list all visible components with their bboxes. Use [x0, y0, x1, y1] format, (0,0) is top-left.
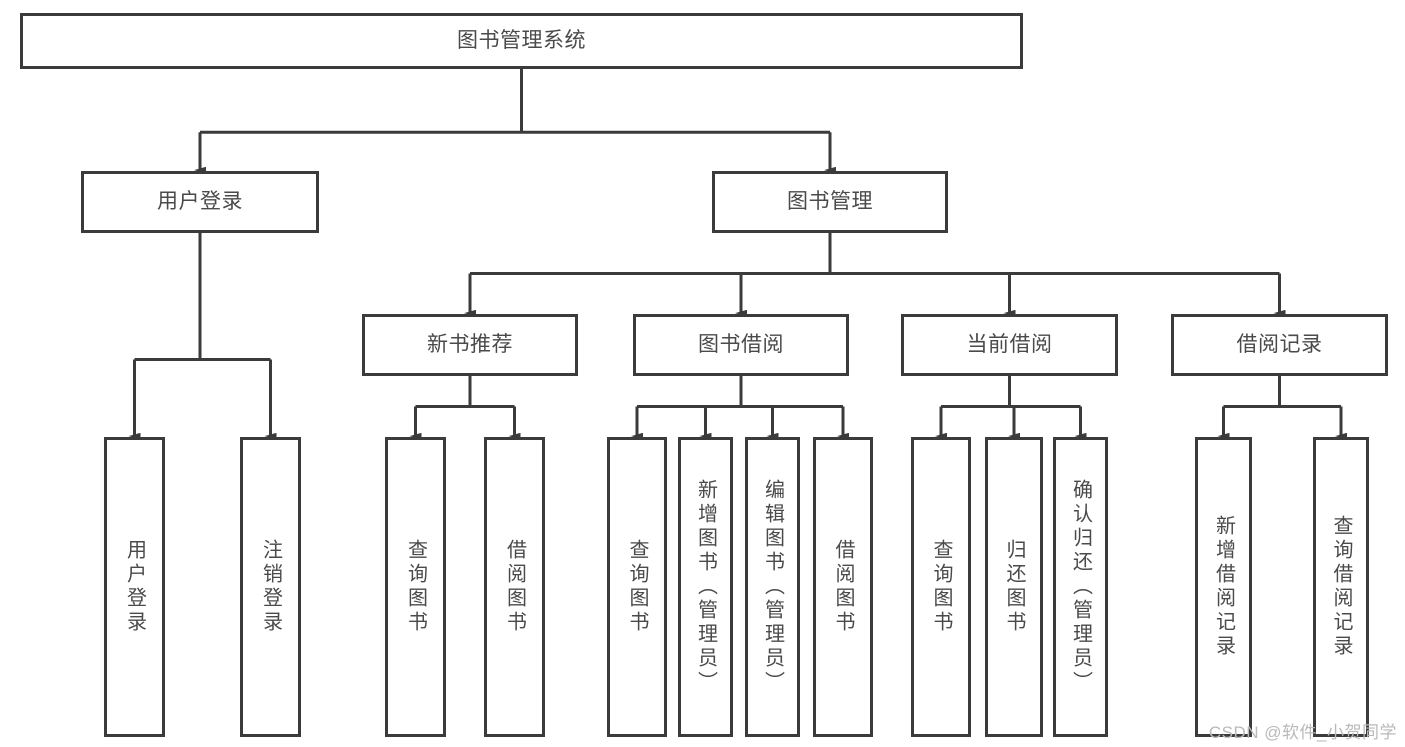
- node-leaf-borrow-book-rec-label: 借阅图书: [503, 539, 526, 635]
- node-leaf-add-book-label: 新增图书（管理员）: [694, 479, 717, 695]
- node-root-label: 图书管理系统: [457, 29, 586, 53]
- node-leaf-borrow-book-label: 借阅图书: [832, 539, 854, 635]
- node-leaf-add-book[interactable]: 新增图书（管理员）: [678, 437, 733, 737]
- node-leaf-query-book-rec[interactable]: 查询图书: [385, 437, 446, 737]
- node-leaf-edit-book[interactable]: 编辑图书（管理员）: [745, 437, 800, 737]
- node-book-borrow-label: 图书借阅: [698, 333, 784, 357]
- node-borrow-record[interactable]: 借阅记录: [1171, 314, 1388, 376]
- node-leaf-edit-book-label: 编辑图书（管理员）: [761, 479, 784, 695]
- node-current-borrow[interactable]: 当前借阅: [901, 314, 1118, 376]
- node-root[interactable]: 图书管理系统: [20, 13, 1023, 69]
- node-leaf-user-logout-label: 注销登录: [259, 539, 282, 635]
- node-book-manage-label: 图书管理: [787, 190, 873, 214]
- node-leaf-user-logout[interactable]: 注销登录: [240, 437, 301, 737]
- watermark: CSDN @软件_小贺同学: [1208, 723, 1397, 742]
- node-book-manage[interactable]: 图书管理: [712, 171, 948, 233]
- node-leaf-add-record[interactable]: 新增借阅记录: [1195, 437, 1252, 737]
- node-leaf-query-record-label: 查询借阅记录: [1330, 515, 1352, 659]
- node-leaf-return-book[interactable]: 归还图书: [985, 437, 1043, 737]
- node-new-book-recommend[interactable]: 新书推荐: [362, 314, 578, 376]
- node-user-login[interactable]: 用户登录: [81, 171, 319, 233]
- node-leaf-borrow-book-rec[interactable]: 借阅图书: [484, 437, 545, 737]
- node-leaf-user-login[interactable]: 用户登录: [104, 437, 165, 737]
- node-leaf-query-book-cur-label: 查询图书: [930, 539, 952, 635]
- node-leaf-return-book-label: 归还图书: [1003, 539, 1025, 635]
- node-current-borrow-label: 当前借阅: [966, 333, 1053, 357]
- node-leaf-query-book-borrow[interactable]: 查询图书: [607, 437, 667, 737]
- node-borrow-record-label: 借阅记录: [1236, 333, 1323, 357]
- node-new-book-recommend-label: 新书推荐: [427, 333, 513, 357]
- node-leaf-confirm-return[interactable]: 确认归还（管理员）: [1053, 437, 1108, 737]
- node-leaf-borrow-book[interactable]: 借阅图书: [813, 437, 873, 737]
- node-book-borrow[interactable]: 图书借阅: [633, 314, 849, 376]
- node-leaf-query-book-cur[interactable]: 查询图书: [911, 437, 971, 737]
- node-user-login-label: 用户登录: [157, 190, 243, 214]
- node-leaf-query-book-borrow-label: 查询图书: [626, 539, 648, 635]
- node-leaf-query-book-rec-label: 查询图书: [404, 539, 427, 635]
- node-leaf-confirm-return-label: 确认归还（管理员）: [1069, 479, 1092, 695]
- node-leaf-user-login-label: 用户登录: [123, 539, 146, 635]
- node-leaf-query-record[interactable]: 查询借阅记录: [1313, 437, 1369, 737]
- node-leaf-add-record-label: 新增借阅记录: [1212, 515, 1235, 659]
